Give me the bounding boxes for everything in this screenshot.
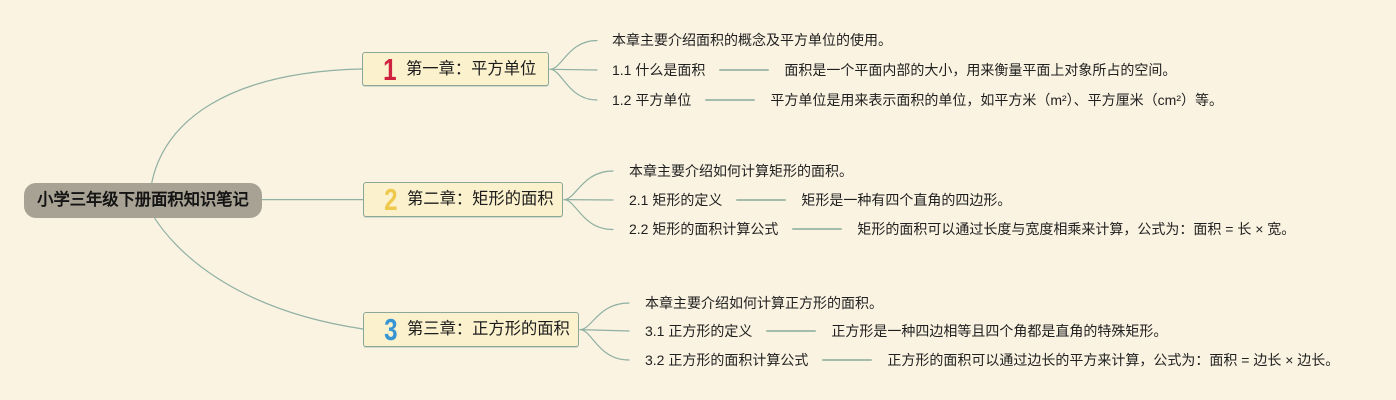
chapter-1-title: 第一章：平方单位 bbox=[406, 59, 537, 78]
topic-1-2-node[interactable]: 1.2 平方单位 平方单位是用来表示面积的单位，如平方米（m²）、平方厘米（cm… bbox=[612, 90, 1223, 110]
topic-2-2-description: 矩形的面积可以通过长度与宽度相乘来计算，公式为：面积 = 长 × 宽。 bbox=[857, 221, 1296, 237]
chapter-2-number: 2 bbox=[384, 182, 397, 217]
topic-2-1-label: 2.1 矩形的定义 bbox=[629, 192, 723, 208]
topic-2-1-description: 矩形是一种有四个直角的四边形。 bbox=[801, 192, 1012, 208]
topic-1-1-label: 1.1 什么是面积 bbox=[612, 62, 706, 78]
topic-3-1-node[interactable]: 3.1 正方形的定义 正方形是一种四边相等且四个角都是直角的特殊矩形。 bbox=[645, 321, 1167, 341]
topic-2-2-connector-dash bbox=[792, 228, 843, 230]
topic-2-2-node[interactable]: 2.2 矩形的面积计算公式 矩形的面积可以通过长度与宽度相乘来计算，公式为：面积… bbox=[629, 219, 1295, 239]
topic-2-1-node[interactable]: 2.1 矩形的定义 矩形是一种有四个直角的四边形。 bbox=[629, 190, 1011, 210]
topic-1-2-description: 平方单位是用来表示面积的单位，如平方米（m²）、平方厘米（cm²）等。 bbox=[770, 92, 1224, 108]
chapter-2-summary-text: 本章主要介绍如何计算矩形的面积。 bbox=[629, 163, 853, 179]
topic-3-1-label: 3.1 正方形的定义 bbox=[645, 323, 753, 339]
link-root-ch3 bbox=[151, 213, 364, 330]
topic-3-2-node[interactable]: 3.2 正方形的面积计算公式 正方形的面积可以通过边长的平方来计算，公式为：面积… bbox=[645, 350, 1339, 370]
chapter-1-node[interactable]: 1 第一章：平方单位 bbox=[362, 52, 549, 86]
link-ch2-item2 bbox=[563, 199, 614, 231]
topic-3-1-connector-dash bbox=[766, 330, 817, 332]
topic-1-1-node[interactable]: 1.1 什么是面积 面积是一个平面内部的大小，用来衡量平面上对象所占的空间。 bbox=[612, 60, 1176, 80]
chapter-1-summary-node[interactable]: 本章主要介绍面积的概念及平方单位的使用。 bbox=[612, 30, 892, 50]
link-ch1-summary bbox=[549, 39, 598, 70]
link-ch3-summary bbox=[579, 302, 630, 331]
topic-3-2-description: 正方形的面积可以通过边长的平方来计算，公式为：面积 = 边长 × 边长。 bbox=[887, 352, 1340, 368]
link-ch3-item1 bbox=[579, 329, 630, 332]
chapter-1-summary-text: 本章主要介绍面积的概念及平方单位的使用。 bbox=[612, 32, 892, 48]
link-ch1-item1 bbox=[549, 68, 598, 71]
link-ch1-item2 bbox=[549, 68, 598, 101]
chapter-2-summary-node[interactable]: 本章主要介绍如何计算矩形的面积。 bbox=[629, 161, 853, 181]
chapter-3-node[interactable]: 3 第三章：正方形的面积 bbox=[363, 312, 579, 347]
link-ch3-item2 bbox=[579, 329, 630, 361]
topic-2-2-label: 2.2 矩形的面积计算公式 bbox=[629, 221, 779, 237]
topic-3-1-description: 正方形是一种四边相等且四个角都是直角的特殊矩形。 bbox=[831, 323, 1168, 339]
topic-1-2-connector-dash bbox=[705, 99, 756, 101]
chapter-3-summary-node[interactable]: 本章主要介绍如何计算正方形的面积。 bbox=[645, 293, 883, 313]
chapter-2-title: 第二章：矩形的面积 bbox=[407, 190, 554, 209]
root-node[interactable]: 小学三年级下册面积知识笔记 bbox=[24, 183, 262, 218]
chapter-3-summary-text: 本章主要介绍如何计算正方形的面积。 bbox=[645, 295, 883, 311]
chapter-3-number: 3 bbox=[384, 312, 397, 347]
chapter-3-title: 第三章：正方形的面积 bbox=[407, 320, 570, 339]
topic-3-2-connector-dash bbox=[822, 359, 873, 361]
topic-1-1-description: 面积是一个平面内部的大小，用来衡量平面上对象所占的空间。 bbox=[784, 62, 1177, 78]
link-ch2-summary bbox=[563, 170, 614, 201]
root-node-label: 小学三年级下册面积知识笔记 bbox=[37, 191, 249, 210]
topic-3-2-label: 3.2 正方形的面积计算公式 bbox=[645, 352, 809, 368]
topic-1-2-label: 1.2 平方单位 bbox=[612, 92, 692, 108]
chapter-1-number: 1 bbox=[383, 51, 396, 87]
topic-1-1-connector-dash bbox=[719, 69, 770, 71]
chapter-2-node[interactable]: 2 第二章：矩形的面积 bbox=[363, 182, 563, 217]
link-root-ch1 bbox=[150, 68, 363, 188]
topic-2-1-connector-dash bbox=[736, 199, 787, 201]
